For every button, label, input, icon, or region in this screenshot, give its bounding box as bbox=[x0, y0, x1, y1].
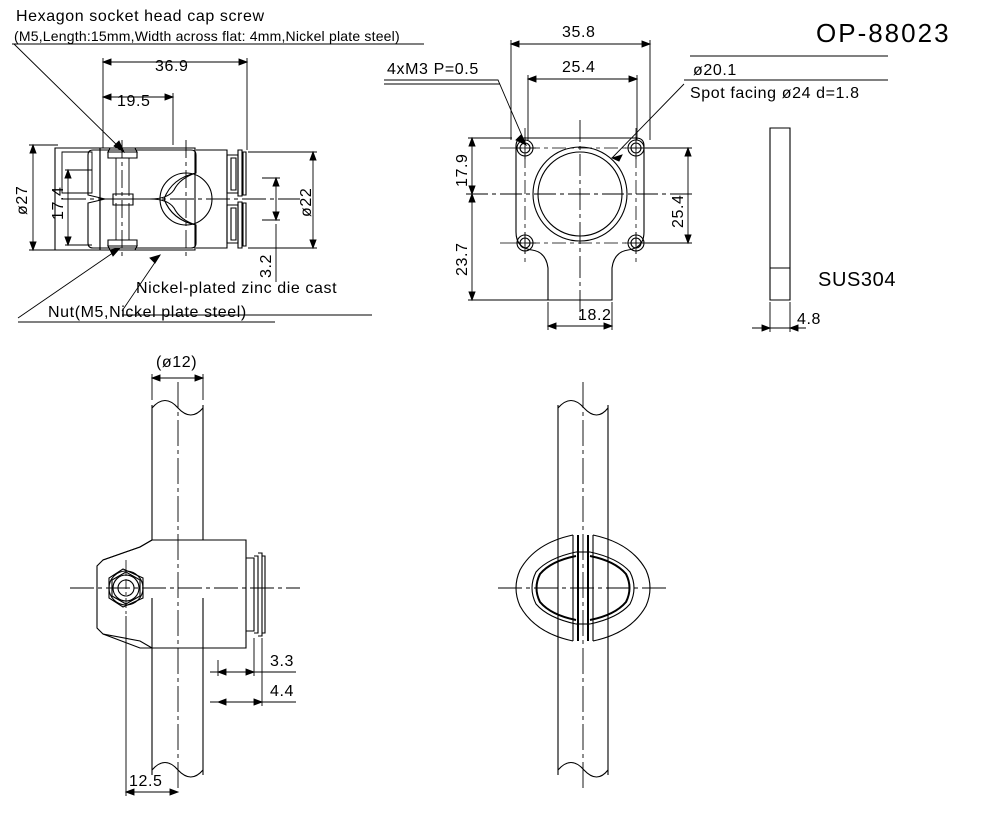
part-number-title: OP-88023 bbox=[816, 18, 951, 48]
dim-flange-35-8: 35.8 bbox=[562, 24, 596, 41]
spot-facing-note: Spot facing ø24 d=1.8 bbox=[690, 85, 860, 102]
flange-view-leaders bbox=[384, 55, 888, 162]
plate-material-note: SUS304 bbox=[818, 269, 897, 291]
dim-front-d27: ø27 bbox=[14, 185, 31, 215]
plate-side-view-geometry bbox=[769, 127, 791, 301]
dim-front-17-4: 17.4 bbox=[50, 186, 67, 220]
dim-flange-23-7: 23.7 bbox=[454, 242, 471, 276]
dim-front-3-2: 3.2 bbox=[258, 253, 275, 278]
front-view-dimensions bbox=[29, 58, 317, 282]
dim-flange-25-4-v: 25.4 bbox=[670, 194, 687, 228]
dim-clamp-d12: (ø12) bbox=[156, 354, 198, 371]
dim-plate-4-8: 4.8 bbox=[797, 311, 822, 328]
clamp-side-view-dimensions bbox=[124, 374, 296, 796]
dim-front-19-5: 19.5 bbox=[117, 93, 151, 110]
dim-clamp-12-5: 12.5 bbox=[129, 773, 163, 790]
clamp-end-view-geometry bbox=[498, 382, 670, 790]
dim-flange-17-9: 17.9 bbox=[454, 153, 471, 187]
plate-side-view-dimensions bbox=[752, 302, 806, 332]
nut-note: Nut(M5,Nickel plate steel) bbox=[48, 304, 247, 321]
dim-front-d22: ø22 bbox=[298, 187, 315, 217]
bore-note: ø20.1 bbox=[693, 62, 737, 79]
body-material-note: Nickel-plated zinc die cast bbox=[136, 280, 338, 297]
front-view-geometry bbox=[54, 140, 300, 258]
dim-flange-25-4-h: 25.4 bbox=[562, 59, 596, 76]
dim-clamp-3-3: 3.3 bbox=[270, 653, 295, 670]
dim-flange-18-2: 18.2 bbox=[578, 307, 612, 324]
dim-clamp-4-4: 4.4 bbox=[270, 683, 295, 700]
flange-view-dimensions bbox=[468, 40, 692, 330]
screw-note-line-2: (M5,Length:15mm,Width across flat: 4mm,N… bbox=[14, 28, 400, 44]
screw-note-line-1: Hexagon socket head cap screw bbox=[16, 8, 265, 25]
front-view-leaders bbox=[12, 43, 424, 323]
thread-note: 4xM3 P=0.5 bbox=[387, 61, 479, 78]
dim-front-36-9: 36.9 bbox=[155, 58, 189, 75]
clamp-side-view-geometry bbox=[70, 382, 300, 790]
flange-view-geometry bbox=[466, 120, 694, 320]
